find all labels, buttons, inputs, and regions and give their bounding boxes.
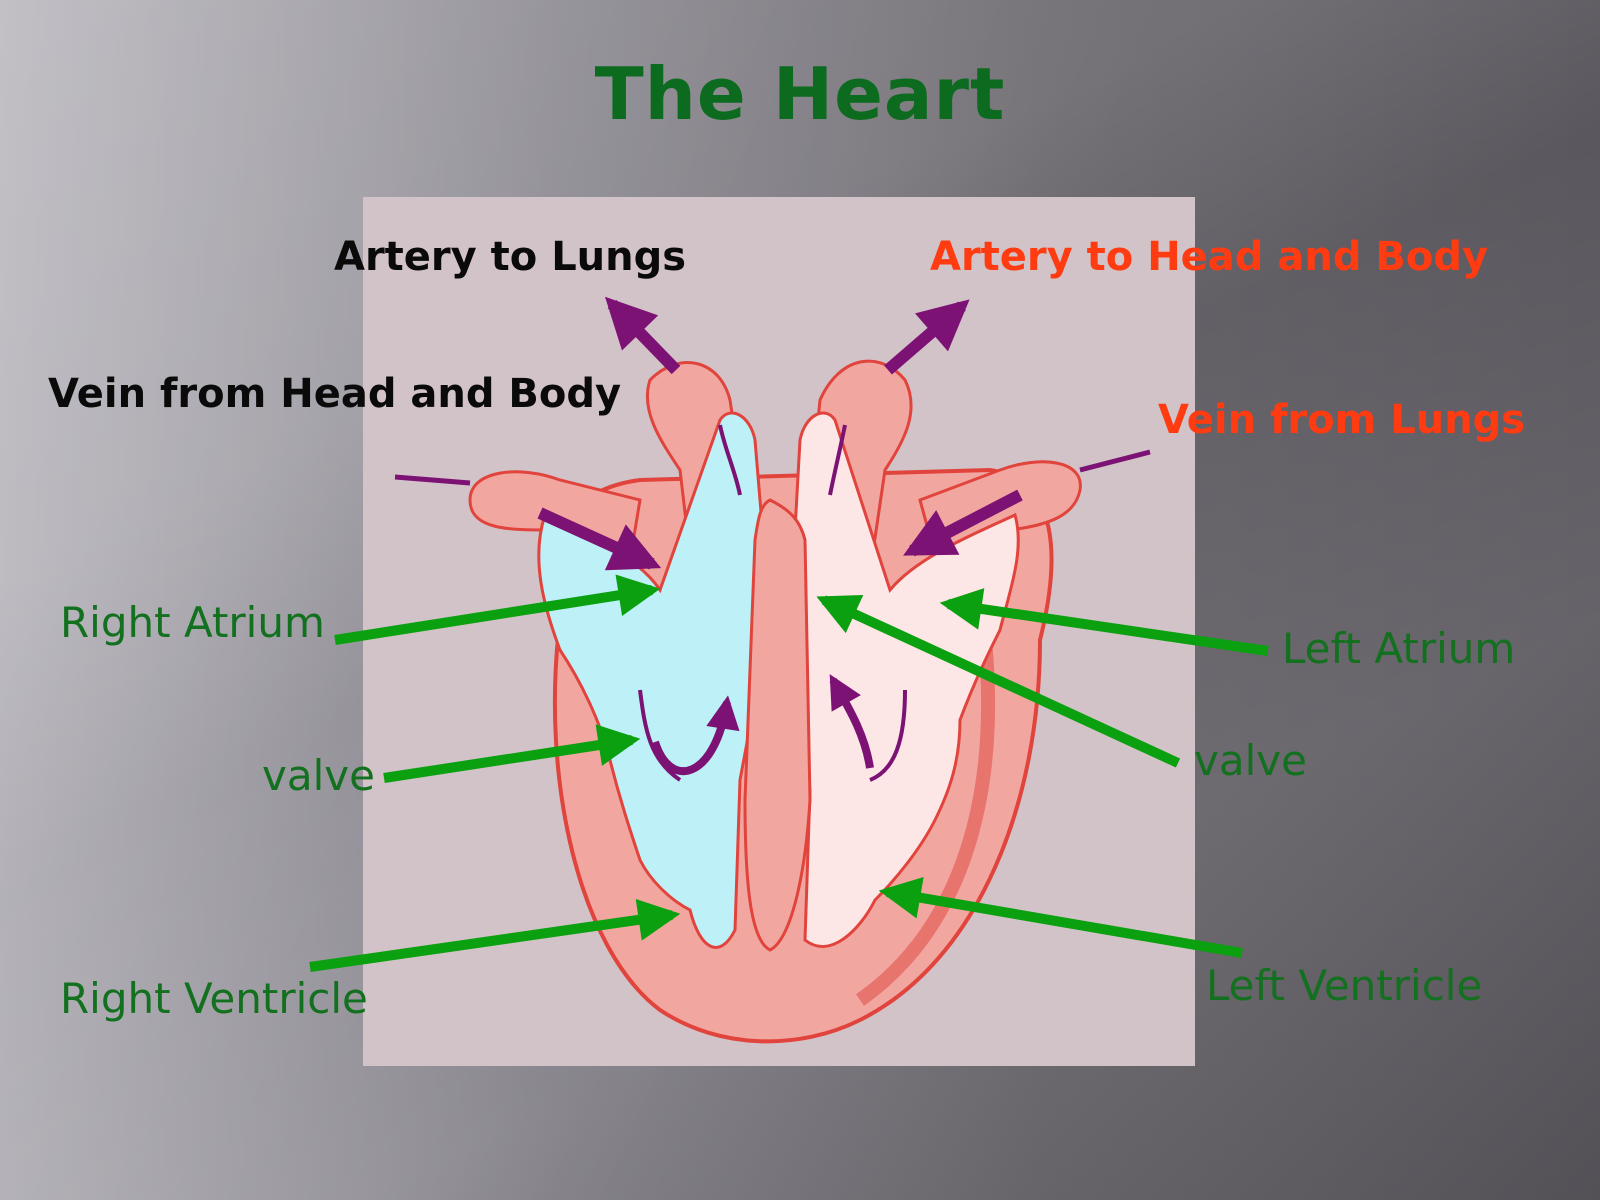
- pointer-valve-left-side: [816, 594, 1181, 768]
- flow-arrow-to-lungs: [604, 296, 681, 375]
- label-right-atrium: Right Atrium: [60, 598, 325, 647]
- vein-head-body-stub: [394, 474, 471, 486]
- pulmonary-valve: [718, 424, 742, 496]
- label-vein-from-lungs: Vein from Lungs: [1158, 397, 1526, 443]
- pointer-left-ventricle: [878, 876, 1243, 958]
- right-valve-flap: [638, 689, 682, 782]
- pointer-valve-right-side: [383, 724, 641, 783]
- flow-arrow-to-body: [884, 299, 970, 375]
- pointer-left-atrium: [939, 588, 1269, 656]
- vein-lungs-stub: [1079, 449, 1151, 473]
- pointer-right-atrium: [334, 574, 661, 645]
- label-artery-to-lungs: Artery to Lungs: [334, 234, 687, 280]
- aortic-valve: [828, 424, 847, 496]
- label-left-atrium: Left Atrium: [1282, 624, 1516, 673]
- septum: [743, 498, 812, 952]
- label-right-ventricle: Right Ventricle: [60, 974, 368, 1023]
- label-valve-right-side: valve: [262, 751, 375, 800]
- flow-arrow-into-right-atrium: [537, 507, 662, 571]
- label-artery-to-head-body: Artery to Head and Body: [930, 234, 1489, 280]
- flow-arrow-right-ventricle-up: [651, 695, 740, 775]
- label-valve-left-side: valve: [1194, 736, 1307, 785]
- label-left-ventricle: Left Ventricle: [1206, 961, 1483, 1010]
- pointer-right-ventricle: [309, 898, 681, 972]
- label-vein-from-head-body: Vein from Head and Body: [48, 371, 622, 417]
- flow-arrow-left-ventricle-up: [829, 674, 874, 769]
- heart-right-edge-shadow: [855, 639, 996, 1006]
- right-chambers-blood: [537, 411, 772, 949]
- left-valve-flap: [869, 689, 907, 782]
- slide-title: The Heart: [594, 52, 1006, 136]
- flow-arrow-into-left-atrium: [903, 489, 1023, 557]
